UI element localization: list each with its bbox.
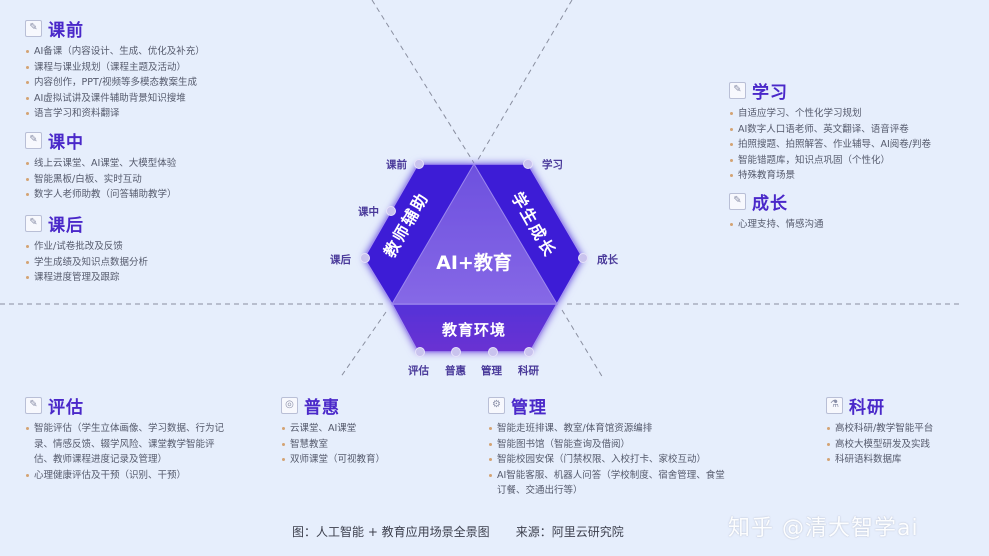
node-label-keyan: 科研 (518, 365, 539, 377)
section-title: 课中 (48, 132, 84, 153)
section-title: 评估 (48, 397, 84, 418)
list-item: 特殊教育场景 (729, 168, 931, 184)
list-item: 科研语料数据库 (826, 452, 933, 468)
item-list: 心理支持、情感沟通 (729, 217, 824, 233)
section-pinggu: ✎ 评估 智能评估（学生立体画像、学习数据、行为记录、情感反馈、辍学风险、课堂教… (25, 393, 225, 483)
section-title: 学习 (752, 82, 788, 103)
list-item: 内容创作，PPT/视频等多模态教案生成 (25, 75, 205, 91)
list-item: AI备课（内容设计、生成、优化及补充） (25, 44, 205, 60)
node-label-xuexi: 学习 (542, 159, 563, 171)
divider-lines (0, 0, 960, 379)
node-label-puhui: 普惠 (445, 365, 466, 377)
gear-icon: ⚙ (488, 396, 505, 414)
list-item: 语言学习和资料翻译 (25, 106, 205, 122)
edit-icon: ✎ (25, 19, 42, 37)
watermark: 知乎 @清大智学ai (728, 516, 919, 541)
list-item: 智能图书馆（智能查询及借阅） (488, 437, 733, 453)
list-item: 智能错题库，知识点巩固（个性化） (729, 153, 931, 169)
list-item: 心理健康评估及干预（识别、干预） (25, 468, 225, 484)
item-list: 智能走班排课、教室/体育馆资源编排 智能图书馆（智能查询及借阅） 智能校园安保（… (488, 421, 733, 499)
section-title: 课后 (48, 215, 84, 236)
list-item: AI数字人口语老师、英文翻译、语音评卷 (729, 122, 931, 138)
item-list: 云课堂、AI课堂 智慧教室 双师课堂（可视教育） (281, 421, 385, 468)
list-item: 自适应学习、个性化学习规划 (729, 106, 931, 122)
list-item: 数字人老师助教（问答辅助教学） (25, 187, 177, 203)
figure-caption: 图：人工智能 + 教育应用场景全景图 来源：阿里云研究院 (292, 523, 624, 540)
list-item: 线上云课堂、AI课堂、大模型体验 (25, 156, 177, 172)
section-title: 普惠 (304, 397, 340, 418)
node-label-keqian: 课前 (386, 159, 407, 171)
list-item: 云课堂、AI课堂 (281, 421, 385, 437)
source-text: 来源：阿里云研究院 (515, 525, 624, 539)
list-item: 智能校园安保（门禁权限、入校打卡、家校互动） (488, 452, 733, 468)
node-label-kezhong: 课中 (358, 206, 379, 218)
list-item: 课程与课业规划（课程主题及活动） (25, 60, 205, 76)
list-item: 学生成绩及知识点数据分析 (25, 255, 148, 271)
target-icon: ◎ (281, 396, 298, 414)
item-list: 线上云课堂、AI课堂、大模型体验 智能黑板/白板、实时互动 数字人老师助教（问答… (25, 156, 177, 203)
list-item: 高校科研/教学智能平台 (826, 421, 933, 437)
list-item: 双师课堂（可视教育） (281, 452, 385, 468)
list-item: 智能走班排课、教室/体育馆资源编排 (488, 421, 733, 437)
section-keyan: ⚗ 科研 高校科研/教学智能平台 高校大模型研发及实践 科研语料数据库 (826, 393, 933, 468)
list-item: AI虚拟试讲及课件辅助背景知识搜堆 (25, 91, 205, 107)
section-chengzhang: ✎ 成长 心理支持、情感沟通 (729, 189, 824, 233)
item-list: 自适应学习、个性化学习规划 AI数字人口语老师、英文翻译、语音评卷 拍照搜题、拍… (729, 106, 931, 184)
edit-icon: ✎ (25, 214, 42, 232)
edit-icon: ✎ (729, 192, 746, 210)
node-label-chengzhang: 成长 (597, 254, 618, 266)
hexagon (363, 163, 584, 353)
list-item: 课程进度管理及跟踪 (25, 270, 148, 286)
item-list: AI备课（内容设计、生成、优化及补充） 课程与课业规划（课程主题及活动） 内容创… (25, 44, 205, 122)
node-label-pinggu: 评估 (408, 365, 429, 377)
item-list: 高校科研/教学智能平台 高校大模型研发及实践 科研语料数据库 (826, 421, 933, 468)
list-item: 智慧教室 (281, 437, 385, 453)
section-keqian: ✎ 课前 AI备课（内容设计、生成、优化及补充） 课程与课业规划（课程主题及活动… (25, 16, 205, 122)
edit-icon: ✎ (729, 81, 746, 99)
edit-icon: ✎ (25, 396, 42, 414)
list-item: AI智能客服、机器人问答（学校制度、宿舍管理、食堂订餐、交通出行等） (488, 468, 733, 499)
list-item: 智能评估（学生立体画像、学习数据、行为记录、情感反馈、辍学风险、课堂教学智能评估… (25, 421, 225, 468)
section-title: 管理 (511, 397, 547, 418)
flask-icon: ⚗ (826, 396, 843, 414)
panel-label-environment: 教育环境 (441, 321, 506, 339)
list-item: 拍照搜题、拍照解答、作业辅导、AI阅卷/判卷 (729, 137, 931, 153)
center-title: AI+教育 (436, 252, 512, 274)
section-title: 科研 (849, 397, 885, 418)
list-item: 作业/试卷批改及反馈 (25, 239, 148, 255)
section-xuexi: ✎ 学习 自适应学习、个性化学习规划 AI数字人口语老师、英文翻译、语音评卷 拍… (729, 78, 931, 184)
list-item: 智能黑板/白板、实时互动 (25, 172, 177, 188)
section-puhui: ◎ 普惠 云课堂、AI课堂 智慧教室 双师课堂（可视教育） (281, 393, 385, 468)
section-kehou: ✎ 课后 作业/试卷批改及反馈 学生成绩及知识点数据分析 课程进度管理及跟踪 (25, 211, 148, 286)
section-kezhong: ✎ 课中 线上云课堂、AI课堂、大模型体验 智能黑板/白板、实时互动 数字人老师… (25, 128, 177, 203)
section-title: 课前 (48, 20, 84, 41)
section-guanli: ⚙ 管理 智能走班排课、教室/体育馆资源编排 智能图书馆（智能查询及借阅） 智能… (488, 393, 733, 499)
edit-icon: ✎ (25, 131, 42, 149)
caption-text: 图：人工智能 + 教育应用场景全景图 (292, 525, 490, 539)
node-label-guanli: 管理 (481, 365, 502, 377)
list-item: 心理支持、情感沟通 (729, 217, 824, 233)
node-label-kehou: 课后 (330, 254, 351, 266)
list-item: 高校大模型研发及实践 (826, 437, 933, 453)
item-list: 作业/试卷批改及反馈 学生成绩及知识点数据分析 课程进度管理及跟踪 (25, 239, 148, 286)
node-dots (360, 159, 588, 357)
item-list: 智能评估（学生立体画像、学习数据、行为记录、情感反馈、辍学风险、课堂教学智能评估… (25, 421, 225, 483)
section-title: 成长 (752, 193, 788, 214)
